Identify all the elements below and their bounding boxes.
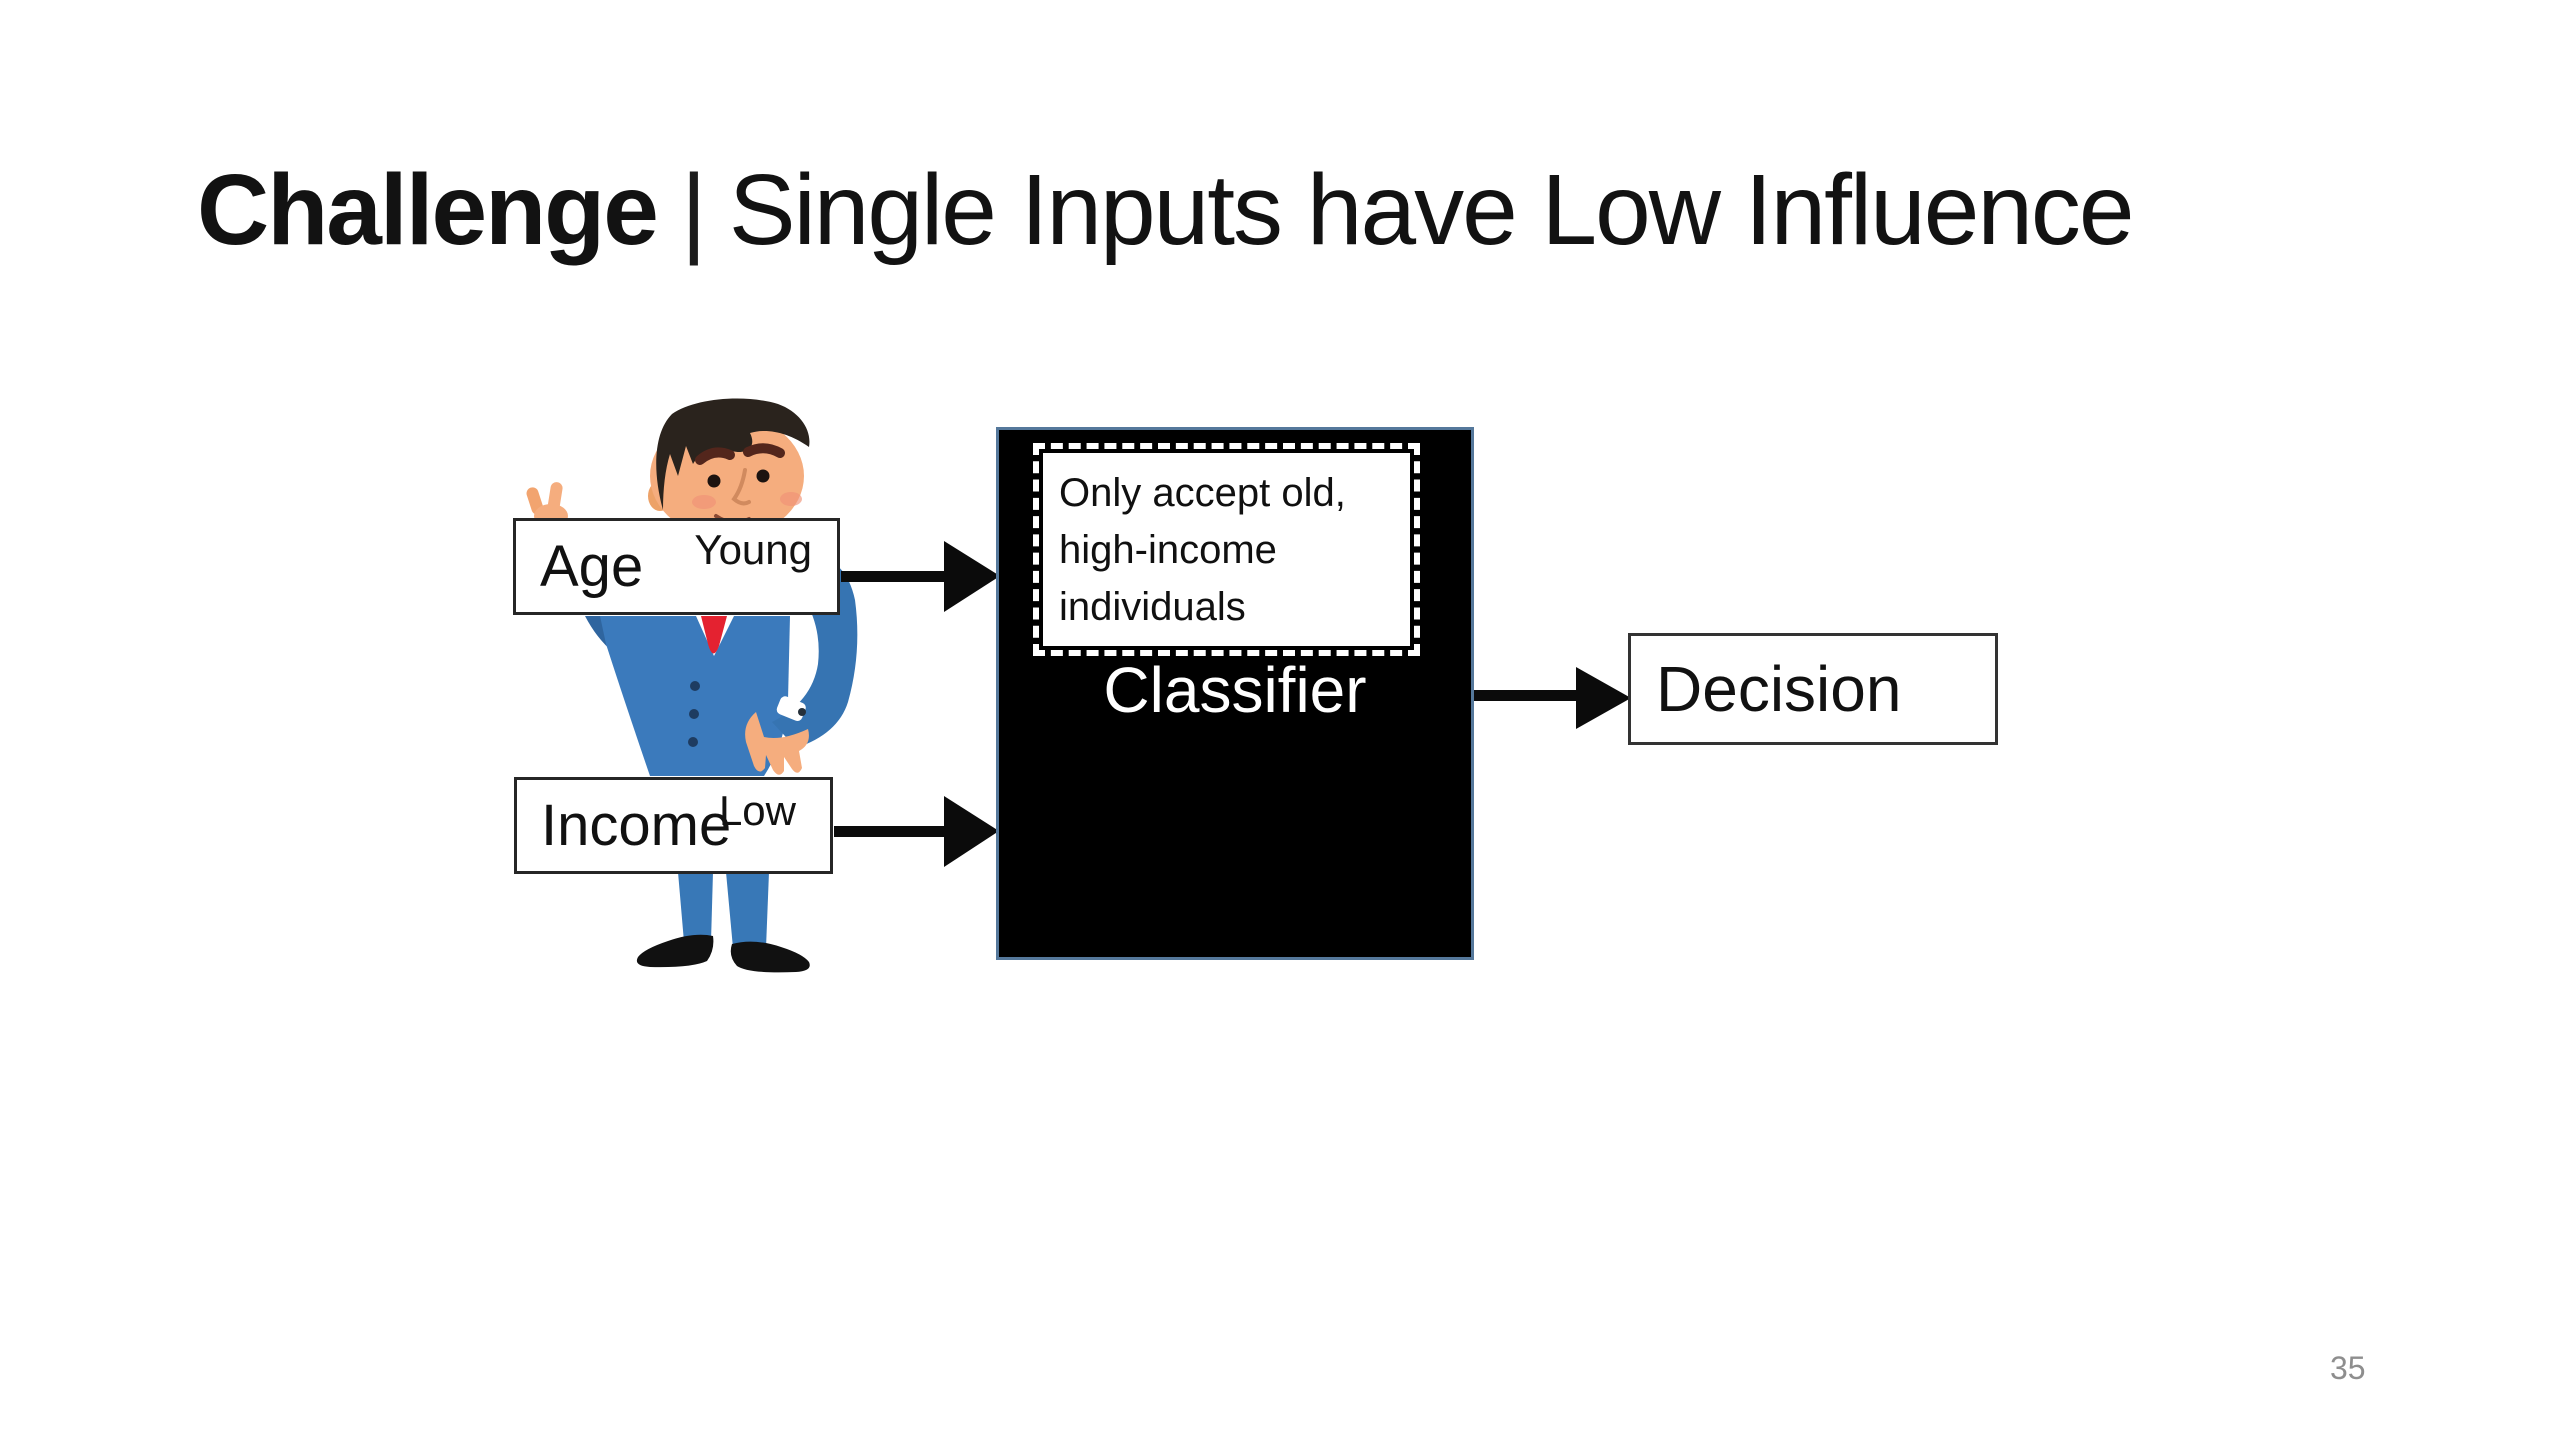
- button: [690, 681, 700, 691]
- age-label: Age: [540, 533, 644, 599]
- button: [688, 737, 698, 747]
- hair: [656, 398, 810, 510]
- arrow-age-to-classifier: [841, 541, 1000, 612]
- income-input-box: Income Low: [514, 777, 833, 874]
- title-rest: Single Inputs have Low Influence: [728, 154, 2135, 266]
- age-input-box: Age Young: [513, 518, 840, 615]
- arrows: [834, 541, 1631, 867]
- title-divider: |: [680, 154, 707, 266]
- classifier-label: Classifier: [1103, 654, 1367, 726]
- legs: [636, 872, 810, 973]
- income-value: Low: [718, 787, 796, 834]
- jacket: [600, 616, 790, 776]
- title-emphasis: Challenge: [197, 154, 659, 266]
- left-blush: [692, 495, 716, 509]
- body: [585, 556, 858, 776]
- arrow-classifier-to-decision: [1474, 667, 1631, 729]
- arrow-head: [944, 796, 999, 867]
- right-leg: [726, 872, 769, 948]
- right-eyebrow: [743, 443, 785, 458]
- arrow-head: [944, 541, 1000, 612]
- tie: [701, 616, 727, 654]
- hand-on-hip: [745, 712, 809, 775]
- age-value: Young: [694, 526, 812, 573]
- right-blush: [780, 492, 802, 506]
- cuff: [776, 696, 806, 722]
- arrow-shaft: [841, 571, 947, 582]
- decision-label: Decision: [1656, 653, 1902, 725]
- left-eye: [707, 474, 721, 488]
- page-number: 35: [2330, 1350, 2366, 1386]
- watch: [798, 708, 806, 716]
- left-shoe: [636, 934, 714, 968]
- decision-box: Decision: [1628, 633, 1998, 745]
- arrow-shaft: [834, 826, 947, 837]
- right-shoe: [730, 941, 810, 973]
- left-leg: [678, 872, 713, 942]
- classifier-note: Only accept old, high-income individuals: [1033, 443, 1420, 656]
- left-eyebrow: [695, 447, 735, 465]
- arrow-shaft: [1474, 690, 1579, 701]
- slide-title: Challenge|Single Inputs have Low Influen…: [197, 150, 2135, 270]
- classifier-box: Only accept old, high-income individuals…: [996, 427, 1474, 960]
- button: [689, 709, 699, 719]
- nose: [731, 468, 751, 506]
- head: [648, 398, 810, 538]
- arrow-head: [1576, 667, 1631, 729]
- right-eye: [756, 469, 770, 483]
- income-label: Income: [541, 792, 732, 858]
- businessman-illustration: [526, 398, 858, 973]
- arrow-income-to-classifier: [834, 796, 999, 867]
